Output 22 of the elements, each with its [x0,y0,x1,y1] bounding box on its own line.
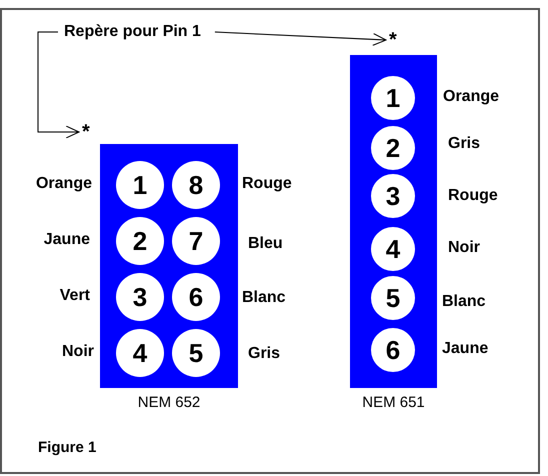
arrow [38,32,80,138]
pin-marker: * [82,122,90,142]
wire-color-label: Gris [248,346,280,362]
arrow [214,32,386,46]
wire-color-label: Orange [36,176,92,192]
wire-color-label: Jaune [442,341,488,357]
wire-color-label: Noir [448,240,480,256]
wire-color-label: Gris [448,136,480,152]
wire-color-label: Blanc [442,294,486,310]
connector-label: NEM 651 [362,393,425,413]
wire-color-label: Bleu [248,236,283,252]
wire-color-label: Jaune [44,232,90,248]
wire-color-label: Rouge [448,188,498,204]
wire-color-label: Orange [443,89,500,105]
wire-color-label: Rouge [242,176,292,192]
figure-caption: Figure 1 [38,438,96,458]
wire-color-label: Blanc [242,290,286,306]
wire-color-label: Noir [62,344,94,360]
wire-color-label: Vert [60,288,90,304]
callout-text: Repère pour Pin 1 [64,20,201,44]
connector-label: NEM 652 [138,393,200,413]
pin-marker: * [389,30,397,50]
